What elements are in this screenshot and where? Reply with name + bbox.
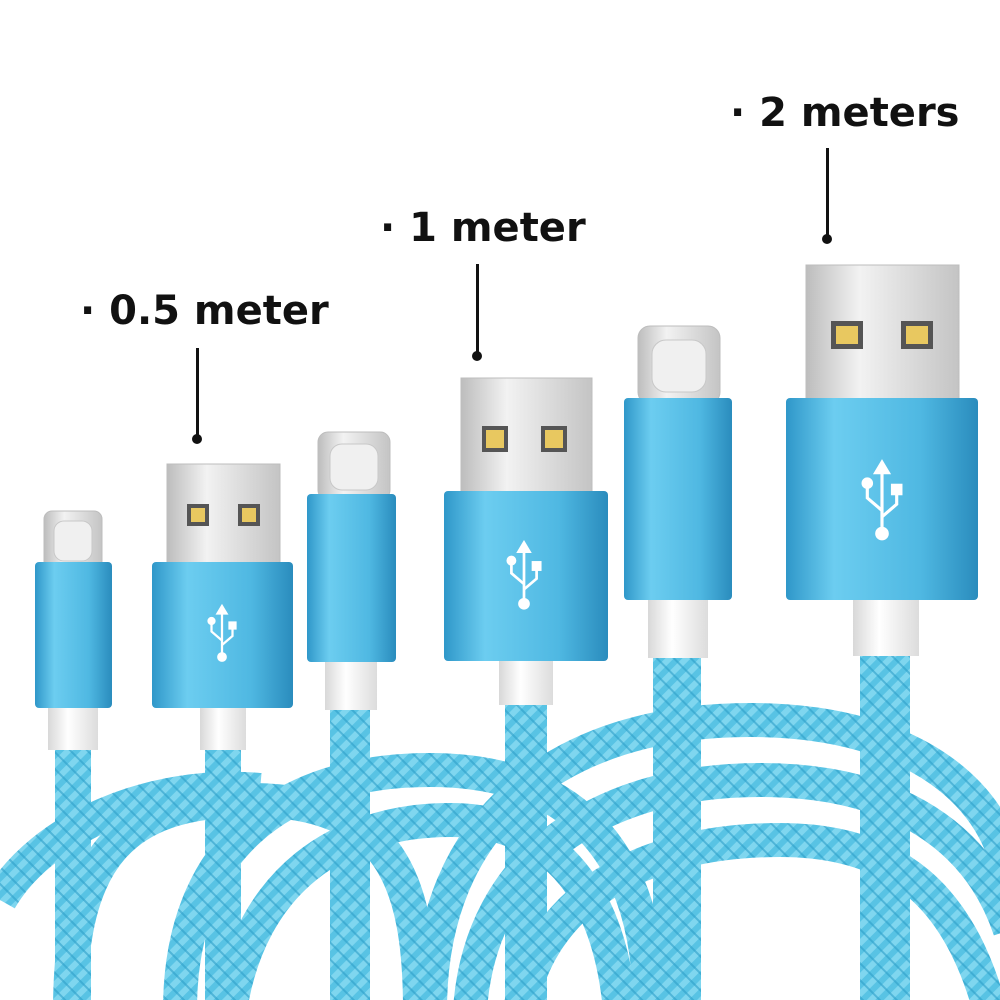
cable-coils (0, 702, 1000, 1000)
leader-dot-half-meter (192, 434, 202, 444)
cable-two-meters (624, 264, 978, 658)
usb-c-connector-small (35, 510, 112, 750)
leader-dot-two-meters (822, 234, 832, 244)
leader-line-half-meter (196, 348, 199, 438)
usb-c-connector-medium (307, 431, 396, 710)
leader-dot-one-meter (472, 351, 482, 361)
usb-a-connector-medium (444, 377, 608, 705)
coil-two-meters (413, 702, 1000, 1000)
cable-half-meter (35, 463, 293, 750)
usb-a-connector-large (786, 264, 978, 656)
usb-trident-icon (207, 603, 237, 662)
label-half-meter: · 0.5 meter (80, 288, 329, 334)
label-two-meters: · 2 meters (730, 90, 960, 136)
usb-trident-icon (506, 539, 542, 610)
cable-stems (55, 652, 910, 1000)
cable-one-meter (307, 377, 608, 710)
usb-c-connector-large (624, 325, 732, 658)
usb-trident-icon (861, 459, 903, 541)
label-one-meter: · 1 meter (380, 205, 586, 251)
leader-line-two-meters (826, 148, 829, 238)
leader-line-one-meter (476, 264, 479, 356)
usb-a-connector-small (152, 463, 293, 750)
